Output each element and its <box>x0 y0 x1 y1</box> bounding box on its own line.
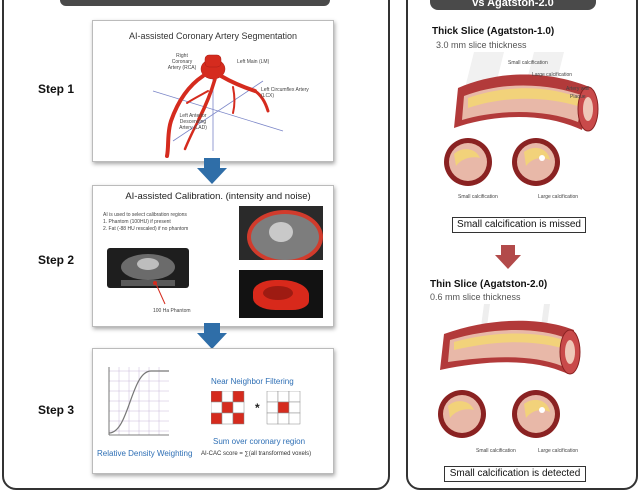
thin-cross-sections <box>438 390 560 438</box>
step-2-label: Step 2 <box>38 253 75 267</box>
ct-phantom-image <box>107 248 189 288</box>
thick-cs-small-label: Small calcification <box>458 194 498 200</box>
density-weighting-graph <box>108 367 169 436</box>
left-panel-title <box>60 0 330 6</box>
calibration-note-2: 1. Phantom (100HU) if present <box>103 219 171 225</box>
step-3-card: Relative Density Weighting Near Neighbor… <box>92 348 334 474</box>
calibration-note-3: 2. Fat (-88 HU rescaled) if no phantom <box>103 226 189 232</box>
ct-fat-image <box>239 206 323 260</box>
arrow-down-icon <box>495 245 521 269</box>
ai-cac-formula: AI-CAC score = ∑(all transformed voxels) <box>201 451 312 457</box>
step-1-card: AI-assisted Coronary Artery Segmentation… <box>92 20 334 162</box>
thick-cs-large-label: Large calcification <box>538 194 579 200</box>
thick-artery-illustration <box>454 52 599 132</box>
coronary-tree-illustration <box>152 54 284 158</box>
phantom-pointer <box>155 283 166 305</box>
arrow-down-icon <box>197 323 227 349</box>
thick-label-plaque: Plaque <box>570 94 586 100</box>
label-lm: Left Main (LM) <box>237 59 270 65</box>
thin-slice-thickness: 0.6 mm slice thickness <box>430 292 521 302</box>
thick-label-wall: Artery wall <box>566 86 590 92</box>
label-rca: Right Coronary Artery (RCA) <box>167 53 197 71</box>
thin-cs-small-label: Small calcification <box>476 448 516 454</box>
convolution-star: * <box>255 401 260 415</box>
thick-slice-thickness: 3.0 mm slice thickness <box>436 40 527 50</box>
rdw-label: Relative Density Weighting <box>97 449 193 458</box>
right-panel-title: vs Agatston-2.0 <box>430 0 596 10</box>
filter-kernel-grids <box>211 391 301 425</box>
nnf-label: Near Neighbor Filtering <box>211 377 294 386</box>
step-2-card: AI-assisted Calibration. (intensity and … <box>92 185 334 327</box>
thick-result-box: Small calcification is missed <box>452 217 586 233</box>
label-lcx: Left Circumflex Artery (LCX) <box>261 87 309 99</box>
sum-label: Sum over coronary region <box>213 437 306 446</box>
thin-cs-large-label: Large calcification <box>538 448 579 454</box>
thick-cross-sections <box>444 138 560 186</box>
step-3-label: Step 3 <box>38 403 75 417</box>
step-1-label: Step 1 <box>38 82 75 96</box>
step-2-title: AI-assisted Calibration. (intensity and … <box>125 191 311 202</box>
label-lad: Left Anterior Descending Artery (LAD) <box>179 113 207 131</box>
fat-3d-render <box>239 270 323 318</box>
thick-slice-title: Thick Slice (Agatston-1.0) <box>432 26 555 37</box>
step-1-title: AI-assisted Coronary Artery Segmentation <box>128 31 298 41</box>
phantom-label: 100 Ha Phantom <box>153 308 191 314</box>
arrow-down-icon <box>197 158 227 184</box>
thick-label-small: Small calcification <box>508 60 548 66</box>
calibration-note-1: AI is used to select calibration regions <box>103 212 187 218</box>
thin-slice-title: Thin Slice (Agatston-2.0) <box>430 279 548 290</box>
thick-label-large: Large calcification <box>532 72 573 78</box>
thin-artery-illustration <box>440 304 581 375</box>
